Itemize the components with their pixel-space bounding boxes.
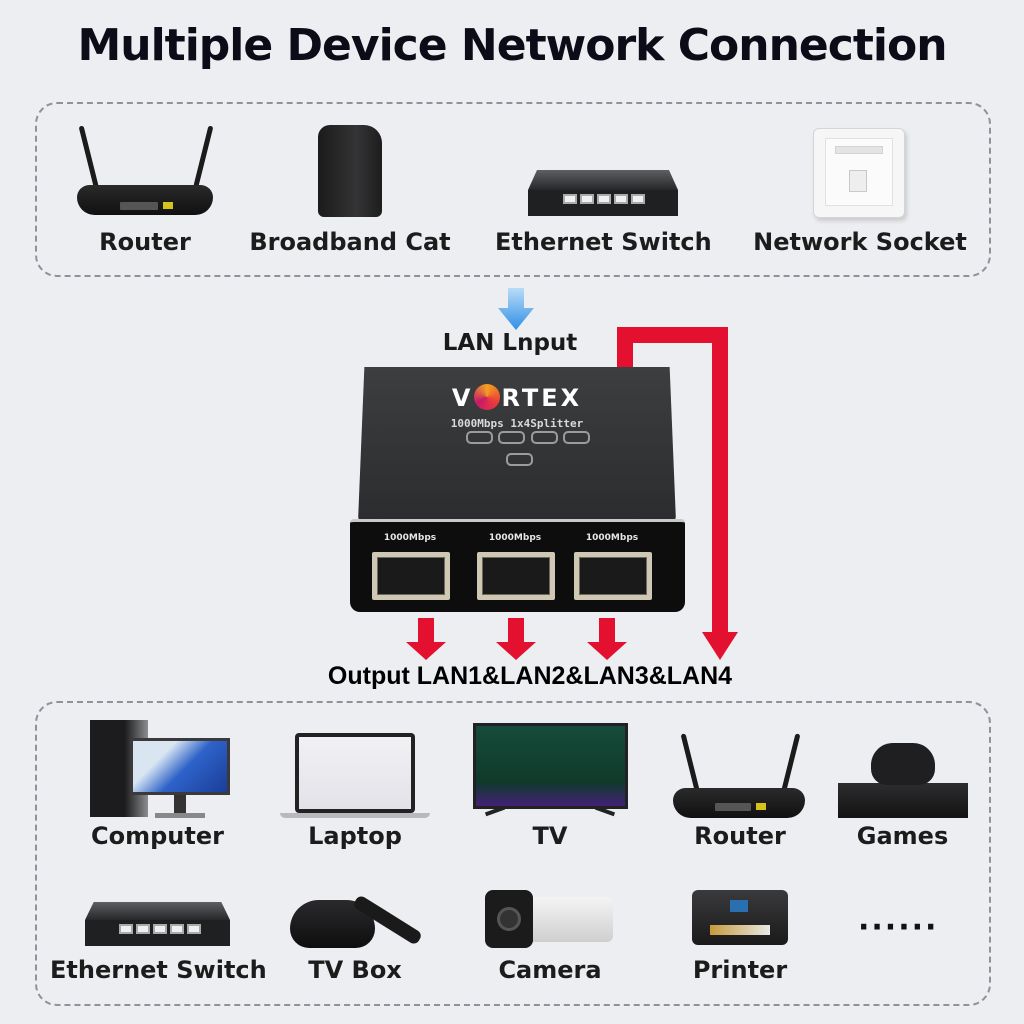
output-arrow-icon xyxy=(496,618,536,660)
output-device-tv: TV xyxy=(470,718,630,858)
ethernet-switch-icon xyxy=(528,170,678,220)
output-device-label: Ethernet Switch xyxy=(50,956,267,984)
output-device-games: Games xyxy=(830,718,975,858)
led-indicator-icon xyxy=(530,431,558,444)
input-source-ethernet-switch: Ethernet Switch xyxy=(495,120,712,260)
rj45-port-icon xyxy=(477,552,555,600)
tv-icon xyxy=(473,723,628,820)
output-device-label: Camera xyxy=(498,956,602,984)
input-sources-panel xyxy=(35,102,991,277)
input-led-indicator-icon xyxy=(506,453,533,466)
splitter-front: 1000Mbps 1000Mbps 1000Mbps xyxy=(350,519,685,612)
output-device-computer: Computer xyxy=(75,718,240,858)
output-device-ethernet-switch: Ethernet Switch xyxy=(50,880,267,1000)
port-label: 1000Mbps xyxy=(383,533,437,543)
output-device-label: Printer xyxy=(692,956,788,984)
output-led-row xyxy=(466,431,590,447)
output-device-router: Router xyxy=(665,718,815,858)
modem-icon xyxy=(315,125,385,220)
laptop-icon xyxy=(280,733,430,818)
output-device-label: Games xyxy=(856,822,949,850)
output-device-label: TV xyxy=(532,822,568,850)
input-source-broadband-cat: Broadband Cat xyxy=(245,120,455,260)
more-devices-ellipsis: ······ xyxy=(858,910,939,945)
input-arrow-icon xyxy=(498,288,534,330)
output-label: Output LAN1&LAN2&LAN3&LAN4 xyxy=(327,662,733,690)
output-device-laptop: Laptop xyxy=(280,718,430,858)
input-source-label: Ethernet Switch xyxy=(495,228,712,256)
port-label: 1000Mbps xyxy=(585,533,639,543)
output-arrow-icon xyxy=(587,618,627,660)
output-device-label: Router xyxy=(694,822,786,850)
output-device-label: TV Box xyxy=(308,956,402,984)
led-indicator-icon xyxy=(466,431,493,444)
rj45-port-icon xyxy=(574,552,652,600)
port-label: 1000Mbps xyxy=(488,533,542,543)
output-device-tv-box: TV Box xyxy=(280,880,430,1000)
output-device-camera: Camera xyxy=(475,880,625,1000)
input-source-label: Router xyxy=(99,228,191,256)
ethernet-switch-icon xyxy=(85,902,230,950)
page-title: Multiple Device Network Connection xyxy=(77,20,947,71)
brand-logo: V RTEX xyxy=(358,384,676,412)
computer-icon xyxy=(90,720,230,820)
router-icon xyxy=(670,733,810,818)
game-console-icon xyxy=(838,738,968,820)
lan4-route-arrow xyxy=(617,327,738,660)
output-device-printer: Printer xyxy=(665,880,815,1000)
network-socket-icon xyxy=(813,128,908,220)
input-source-label: Network Socket xyxy=(753,228,967,256)
input-source-label: Broadband Cat xyxy=(249,228,451,256)
output-arrow-icon xyxy=(406,618,446,660)
splitter-top: V RTEX 1000Mbps 1x4Splitter xyxy=(358,367,676,522)
vortex-swirl-icon xyxy=(474,384,501,410)
ethernet-splitter: V RTEX 1000Mbps 1x4Splitter 1000Mbps 1000… xyxy=(350,367,685,612)
output-device-label: Laptop xyxy=(308,822,402,850)
output-devices-panel xyxy=(35,701,991,1006)
spec-text: 1000Mbps 1x4Splitter xyxy=(450,417,584,430)
led-indicator-icon xyxy=(498,431,526,444)
brand-prefix: V xyxy=(451,384,474,412)
input-source-router: Router xyxy=(70,120,220,260)
input-source-network-socket: Network Socket xyxy=(750,120,970,260)
rj45-port-icon xyxy=(372,552,450,600)
printer-icon xyxy=(690,885,790,950)
lan-input-label: LAN Lnput xyxy=(442,330,578,356)
router-icon xyxy=(75,120,215,220)
output-device-label: Computer xyxy=(91,822,224,850)
led-indicator-icon xyxy=(562,431,590,444)
camera-icon xyxy=(485,885,620,950)
brand-suffix: RTEX xyxy=(501,384,583,412)
tv-box-icon xyxy=(290,885,430,950)
